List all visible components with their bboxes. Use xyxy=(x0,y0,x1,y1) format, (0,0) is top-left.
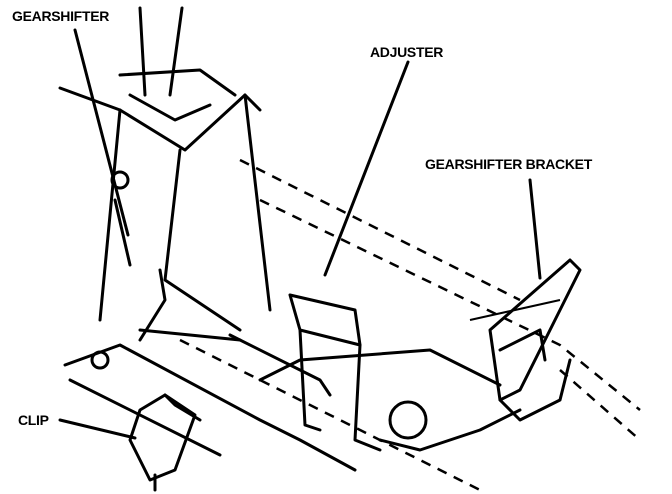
clip-part xyxy=(128,393,202,492)
adjuster-part xyxy=(228,293,522,452)
label-adjuster: ADJUSTER xyxy=(370,44,444,60)
base-rail xyxy=(63,158,641,492)
bracket-part xyxy=(469,258,582,422)
label-clip: CLIP xyxy=(18,412,49,428)
label-gearshifter: GEARSHIFTER xyxy=(12,8,110,24)
leader-lines xyxy=(58,28,542,440)
label-gearshifter-bracket: GEARSHIFTER BRACKET xyxy=(425,156,592,172)
gearshifter-lever xyxy=(58,6,272,370)
